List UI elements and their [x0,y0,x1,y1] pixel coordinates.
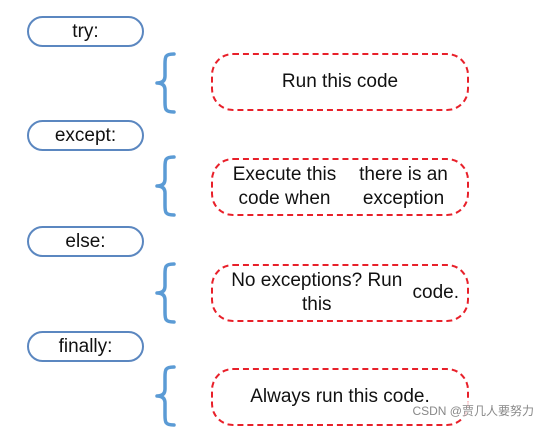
keyword-try: try: [27,16,144,47]
code-box-except: Execute this code when there is an excep… [211,158,469,216]
code-box-line: Run this code [281,71,399,92]
code-box-try: Run this code [211,53,469,111]
code-box-line: Execute this code when [232,164,337,209]
brace-icon [155,262,176,324]
code-box-line: code. [412,282,459,303]
keyword-finally: finally: [27,331,144,362]
brace-icon [155,52,176,114]
code-box-line: there is an exception [359,164,448,209]
keyword-else: else: [27,226,144,257]
brace-icon [155,365,176,427]
brace-icon [155,155,176,217]
code-box-line: Always run this code. [250,386,430,407]
keyword-except: except: [27,120,144,151]
code-box-else: No exceptions? Run this code. [211,264,469,322]
code-box-finally: Always run this code. [211,368,469,426]
watermark: CSDN @贾几人要努力 [412,402,534,419]
code-box-line: No exceptions? Run this [231,270,403,315]
